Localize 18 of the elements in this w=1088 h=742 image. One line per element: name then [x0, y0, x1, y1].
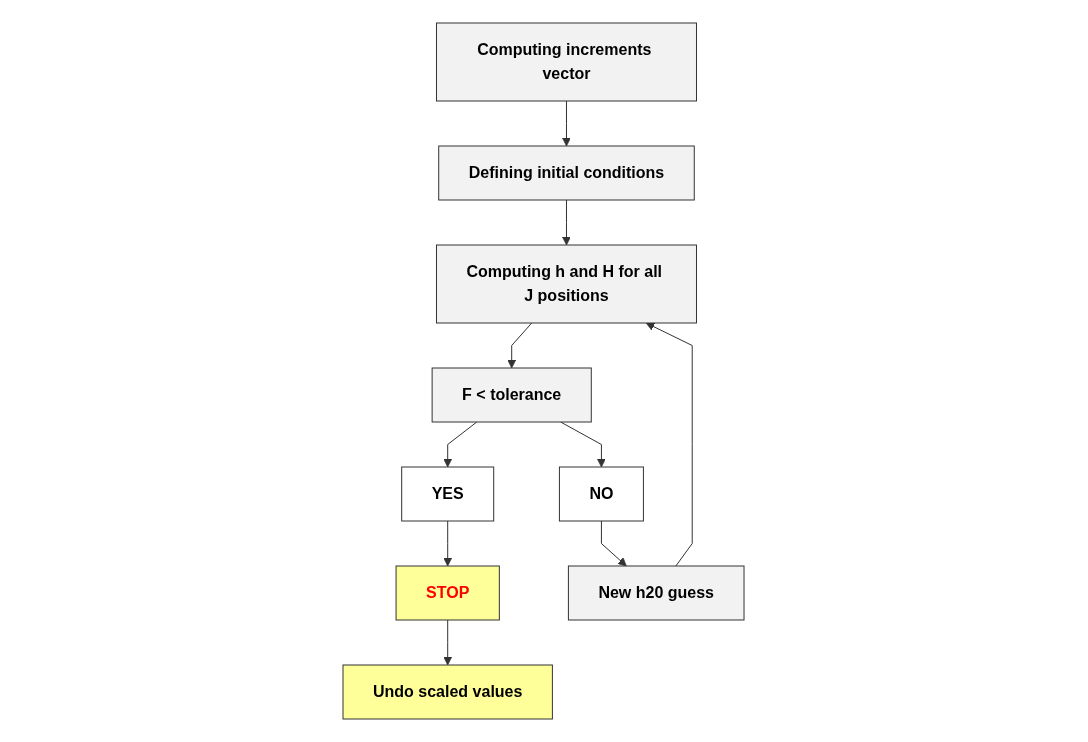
- node-box: F < tolerance: [432, 367, 593, 423]
- arrow: [562, 100, 572, 147]
- arrow: [443, 619, 453, 666]
- node-box: Computing increments vector: [436, 22, 698, 102]
- arrow: [507, 322, 533, 369]
- node-box: Undo scaled values: [343, 664, 554, 720]
- node-box: NO: [559, 466, 645, 522]
- arrow: [443, 421, 478, 468]
- node-box: New h20 guess: [568, 565, 745, 621]
- arrow: [562, 199, 572, 246]
- arrow: [443, 520, 453, 567]
- arrow: [601, 520, 628, 567]
- node-box: Computing h and H for all J positions: [436, 244, 698, 324]
- arrow: [560, 421, 607, 468]
- node-box: STOP: [396, 565, 501, 621]
- node-box: YES: [401, 466, 495, 522]
- node-box: Defining initial conditions: [438, 145, 696, 201]
- arrow: [646, 322, 694, 567]
